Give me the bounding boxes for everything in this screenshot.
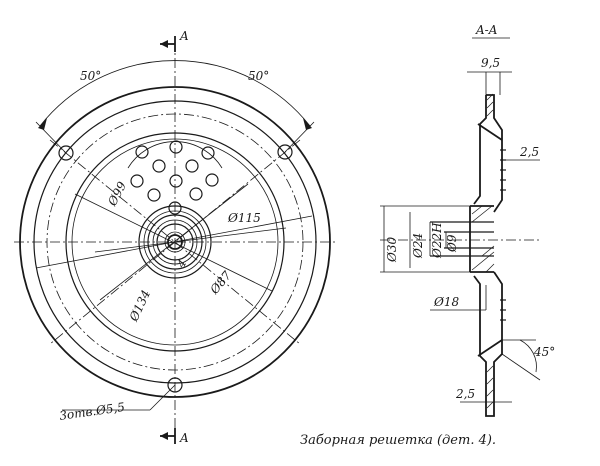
section-hatching [471,93,495,409]
dim-9-5: 9,5 [481,56,500,70]
section-view: A-A 9,5 [380,23,555,417]
dim-99: Ø99 [105,179,130,209]
dim-115: Ø115 [227,211,261,225]
holes-note: 3отв.Ø5,5 [58,400,125,423]
section-title: A-A [475,23,498,37]
caption: Заборная решетка (дет. 4). [300,433,496,448]
perforation-marks [500,149,506,321]
angle-45: 45° [533,345,555,359]
dim-87: Ø87 [207,268,235,297]
dim-30: Ø30 [385,237,399,263]
angle-right-label: 50° [248,69,269,83]
dim-9: Ø9 [445,234,459,253]
angle-left-label: 50° [80,69,101,83]
dim-134: Ø134 [126,288,153,325]
dim-2-5-top: 2,5 [519,145,539,159]
dim-2-5-bottom: 2,5 [455,387,475,401]
section-mark-top: A [179,29,189,43]
section-mark-bottom: A [179,431,189,445]
dim-24: Ø24 [411,233,425,259]
dim-22H: Ø22H [430,222,444,259]
front-view: A A 50° 50° Ø99 Ø115 Ø134 Ø87 4 3отв.Ø5,… [14,29,336,445]
dim-18: Ø18 [433,295,459,309]
